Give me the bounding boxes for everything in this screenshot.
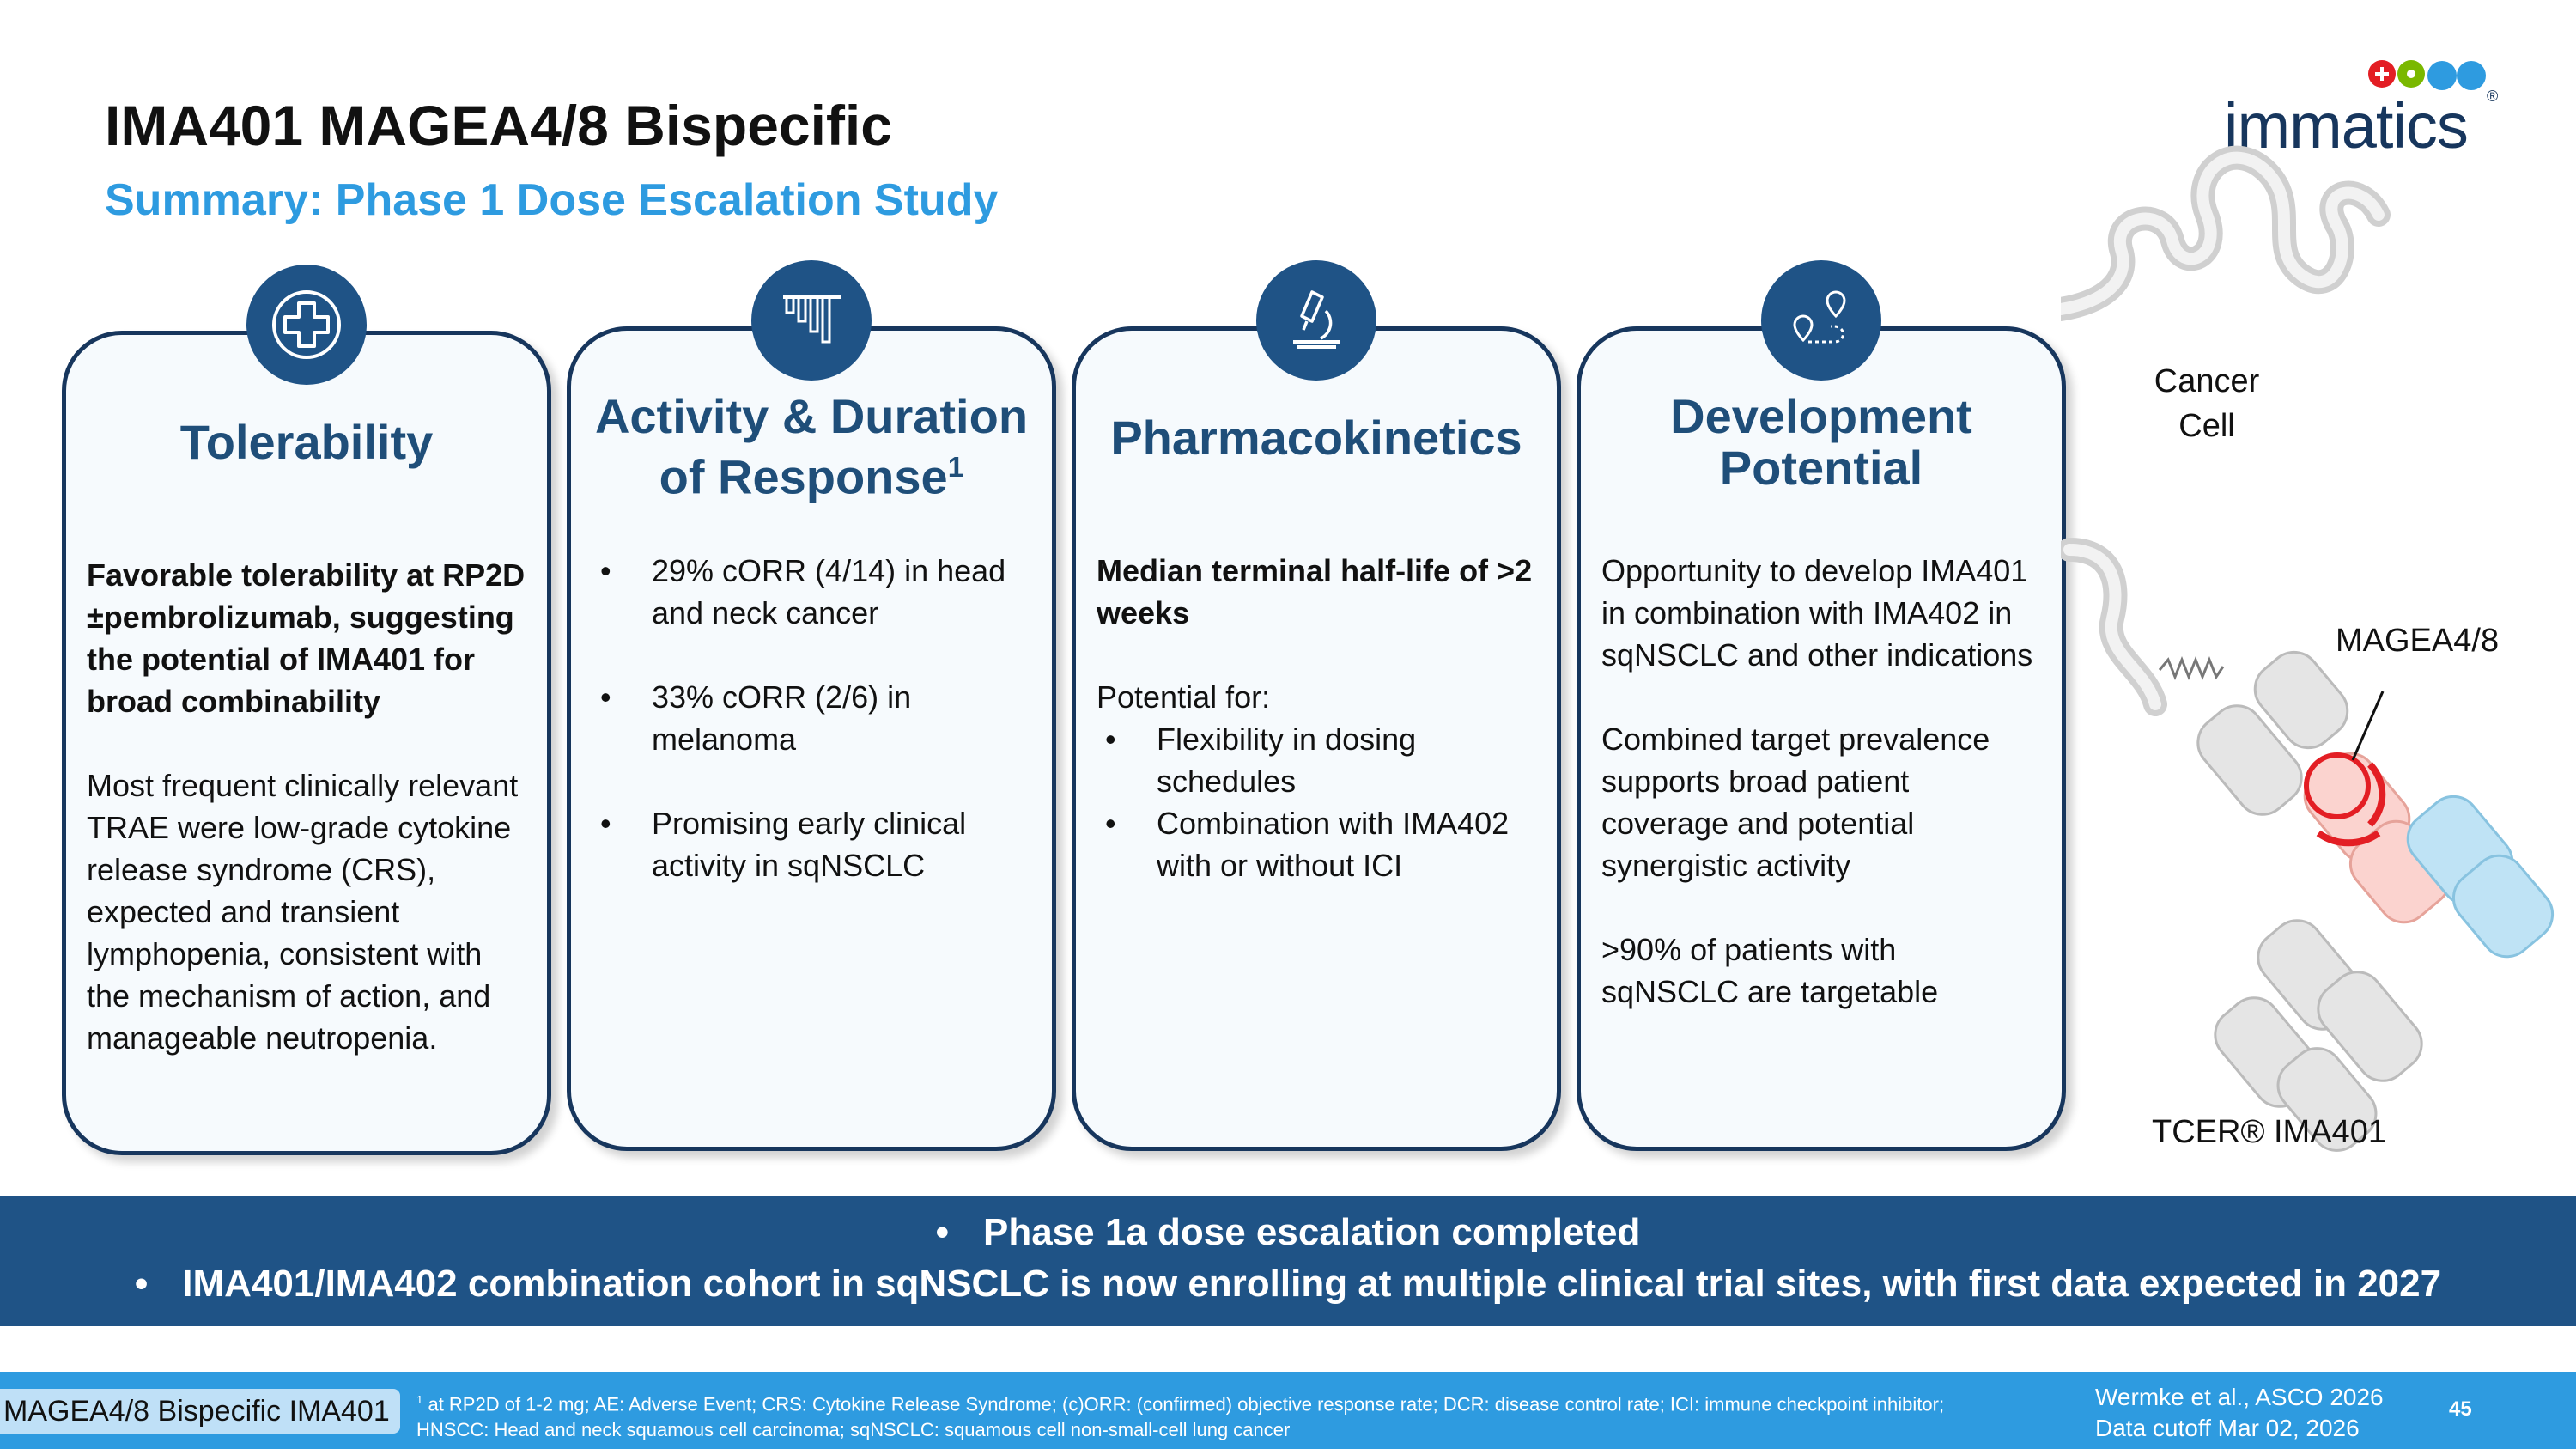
card-title-line1: Activity & Duration [594,389,1029,443]
reference: Wermke et al., ASCO 2026 Data cutoff Mar… [2095,1382,2384,1444]
card-paragraph: >90% of patients with sqNSCLC are target… [1601,932,1939,1009]
card-highlight: Median terminal half-life of >2 weeks [1097,553,1533,630]
section-tag: MAGEA4/8 Bispecific IMA401 [0,1389,400,1434]
footnote-marker: 1 [416,1393,423,1406]
card-title: Tolerability [179,415,434,469]
tcer-binding-diagram: Cancer Cell MAGEA4/8 TCER® IMA401 [2061,103,2576,1168]
card-body: Median terminal half-life of >2 weeks Po… [1097,550,1536,886]
cell-membrane-illustration [2061,145,2555,1152]
banner-text: Phase 1a dose escalation completed [982,1211,1641,1253]
card-body: 29% cORR (4/14) in head and neck cancer … [592,550,1031,928]
banner-line-2: • IMA401/IMA402 combination cohort in sqN… [0,1263,2576,1306]
page-title: IMA401 MAGEA4/8 Bispecific [105,94,892,157]
pharmacokinetics-card: Pharmacokinetics Median terminal half-li… [1072,260,1561,1151]
bullet: • [134,1263,149,1305]
card-title: Activity & Duration of Response1 [588,391,1035,503]
cancer-cell-label: Cancer Cell [2112,359,2301,448]
cancer-cell-line2: Cell [2178,408,2235,444]
card-title-line2: Potential [1719,441,1923,495]
activity-card: Activity & Duration of Response1 29% cOR… [567,260,1056,1151]
card-body: Favorable tolerability at RP2D ±pembroli… [87,554,526,1101]
route-map-icon [1761,260,1881,381]
card-title-line2: of Response [659,449,948,504]
footnote-line: HNSCC: Head and neck squamous cell carci… [416,1419,1291,1441]
list-item: 33% cORR (2/6) in melanoma [592,676,1031,760]
molecule-label: TCER® IMA401 [2152,1114,2386,1150]
card-paragraph: Most frequent clinically relevant TRAE w… [87,768,519,1056]
footnote-line: at RP2D of 1-2 mg; AE: Adverse Event; CR… [422,1393,1945,1416]
page-subtitle: Summary: Phase 1 Dose Escalation Study [105,175,999,225]
card-paragraph: Potential for: [1097,679,1271,715]
footer-bar: MAGEA4/8 Bispecific IMA401 1 at RP2D of … [0,1372,2576,1449]
bullet: • [935,1211,949,1253]
banner-text: IMA401/IMA402 combination cohort in sqNS… [182,1263,2442,1305]
page-number: 45 [2449,1397,2472,1421]
logo-registered: ® [2487,88,2499,105]
footnote-marker: 1 [947,452,964,484]
banner-line-1: • Phase 1a dose escalation completed [0,1211,2576,1254]
card-title: Development Potential [1598,391,2044,494]
card-paragraph: Combined target prevalence supports broa… [1601,721,1990,883]
medical-cross-icon [246,265,367,385]
cutoff-line: Data cutoff Mar 02, 2026 [2095,1415,2360,1441]
immatics-logo: immatics ® [2224,53,2499,161]
tolerability-card: Tolerability Favorable tolerability at R… [62,265,551,1155]
card-highlight: Favorable tolerability at RP2D ±pembroli… [87,557,526,719]
logo-wordmark: immatics [2224,90,2469,161]
conclusion-banner: • Phase 1a dose escalation completed • IMA… [0,1196,2576,1326]
list-item: Combination with IMA402 with or without … [1097,802,1536,886]
logo-dots-icon [2368,60,2486,90]
footnotes: 1 at RP2D of 1-2 mg; AE: Adverse Event; … [416,1387,2048,1443]
card-paragraph: Opportunity to develop IMA401 in combina… [1601,553,2033,673]
list-item: 29% cORR (4/14) in head and neck cancer [592,550,1031,634]
target-label: MAGEA4/8 [2336,623,2500,659]
development-card: Development Potential Opportunity to dev… [1577,260,2066,1151]
microscope-icon [1256,260,1376,381]
card-body: Opportunity to develop IMA401 in combina… [1601,550,2041,1055]
reference-line: Wermke et al., ASCO 2026 [2095,1384,2384,1410]
cancer-cell-line1: Cancer [2154,363,2260,399]
card-title-line1: Development [1670,389,1972,443]
waterfall-chart-icon [751,260,872,381]
list-item: Flexibility in dosing schedules [1097,718,1536,802]
list-item: Promising early clinical activity in sqN… [592,802,1031,886]
card-title: Pharmacokinetics [1110,411,1522,465]
